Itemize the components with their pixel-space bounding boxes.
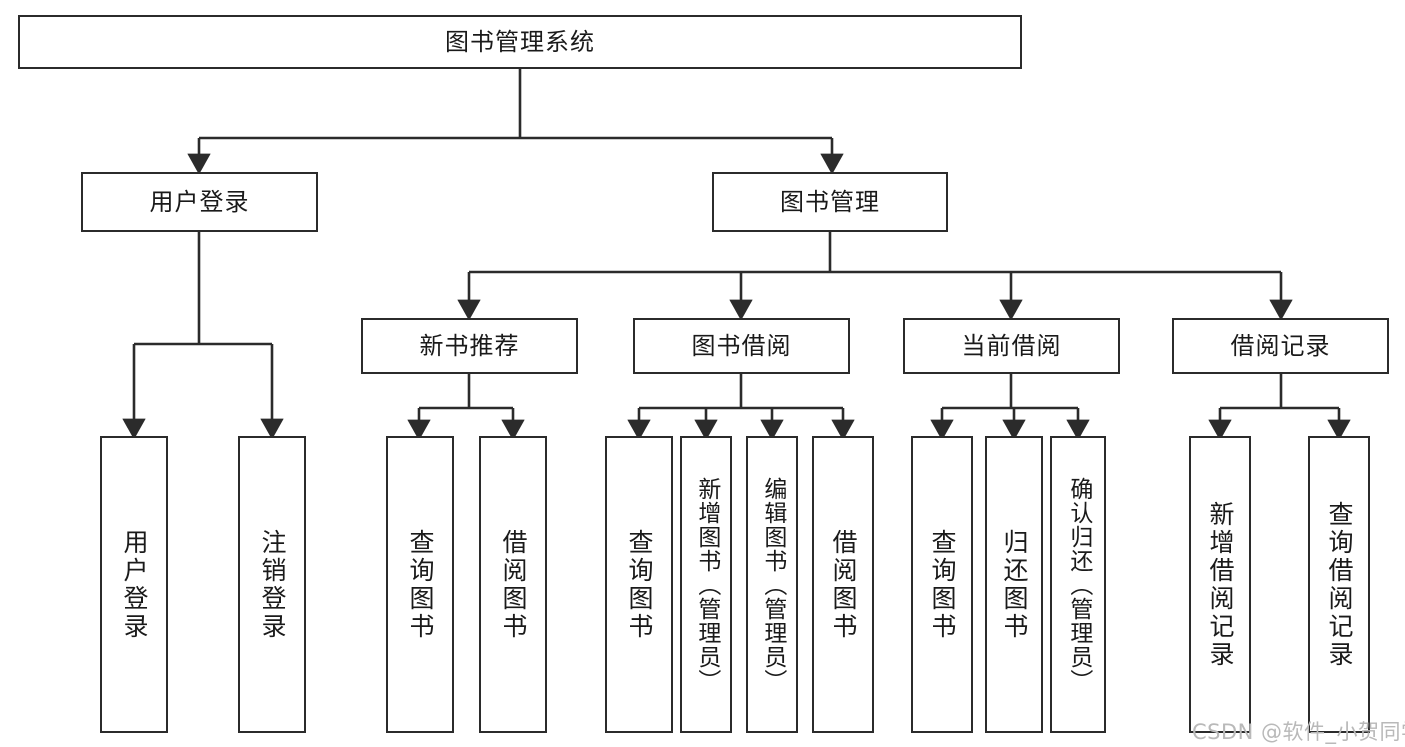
leaf-logout-label: 注销登录 <box>258 528 287 641</box>
leaf-add-borrow-record[interactable]: 新增借阅记录 <box>1189 436 1251 733</box>
edge-group-current-borrow <box>930 374 1090 441</box>
leaf-edit-book-admin-label: 编辑图书（管理员） <box>759 476 786 693</box>
node-user-login[interactable]: 用户登录 <box>81 172 318 232</box>
leaf-add-book-admin[interactable]: 新增图书（管理员） <box>680 436 732 733</box>
leaf-query-book-borrow[interactable]: 查询图书 <box>605 436 673 733</box>
leaf-user-login-label: 用户登录 <box>120 528 149 641</box>
node-root-label: 图书管理系统 <box>445 27 595 56</box>
leaf-query-book-current[interactable]: 查询图书 <box>911 436 973 733</box>
leaf-user-login[interactable]: 用户登录 <box>100 436 168 733</box>
edge-group-root <box>187 69 844 175</box>
node-book-borrow-label: 图书借阅 <box>691 331 792 360</box>
edge-group-new-books <box>407 374 525 441</box>
leaf-add-book-admin-label: 新增图书（管理员） <box>693 476 720 693</box>
node-book-borrow[interactable]: 图书借阅 <box>633 318 850 374</box>
leaf-return-book-label: 归还图书 <box>1000 528 1029 641</box>
leaf-query-borrow-record-label: 查询借阅记录 <box>1325 500 1354 669</box>
leaf-add-borrow-record-label: 新增借阅记录 <box>1206 500 1235 669</box>
leaf-logout[interactable]: 注销登录 <box>238 436 306 733</box>
leaf-borrow-book-label: 借阅图书 <box>829 528 858 641</box>
edge-group-book-manage <box>457 232 1293 321</box>
leaf-confirm-return-admin[interactable]: 确认归还（管理员） <box>1050 436 1106 733</box>
node-new-book-recommend[interactable]: 新书推荐 <box>361 318 578 374</box>
watermark: CSDN @软件_小贺同学 <box>1192 720 1405 744</box>
edge-group-borrow <box>627 374 855 441</box>
leaf-borrow-book-newbooks[interactable]: 借阅图书 <box>479 436 547 733</box>
leaf-confirm-return-admin-label: 确认归还（管理员） <box>1065 476 1092 693</box>
node-book-management-label: 图书管理 <box>780 187 880 216</box>
leaf-query-borrow-record[interactable]: 查询借阅记录 <box>1308 436 1370 733</box>
edge-group-user-login <box>122 232 284 440</box>
node-current-borrow[interactable]: 当前借阅 <box>903 318 1120 374</box>
node-borrow-record[interactable]: 借阅记录 <box>1172 318 1389 374</box>
leaf-borrow-book-newbooks-label: 借阅图书 <box>499 528 528 641</box>
node-borrow-record-label: 借阅记录 <box>1230 331 1331 360</box>
leaf-query-book-borrow-label: 查询图书 <box>625 528 654 641</box>
node-user-login-label: 用户登录 <box>149 187 250 216</box>
leaf-return-book[interactable]: 归还图书 <box>985 436 1043 733</box>
node-new-book-recommend-label: 新书推荐 <box>419 331 520 360</box>
node-root[interactable]: 图书管理系统 <box>18 15 1022 69</box>
leaf-query-book-newbooks[interactable]: 查询图书 <box>386 436 454 733</box>
leaf-query-book-current-label: 查询图书 <box>928 528 957 641</box>
leaf-borrow-book[interactable]: 借阅图书 <box>812 436 874 733</box>
edge-group-borrow-records <box>1208 374 1351 441</box>
node-current-borrow-label: 当前借阅 <box>961 331 1062 360</box>
leaf-query-book-newbooks-label: 查询图书 <box>406 528 435 641</box>
node-book-management[interactable]: 图书管理 <box>712 172 948 232</box>
leaf-edit-book-admin[interactable]: 编辑图书（管理员） <box>746 436 798 733</box>
